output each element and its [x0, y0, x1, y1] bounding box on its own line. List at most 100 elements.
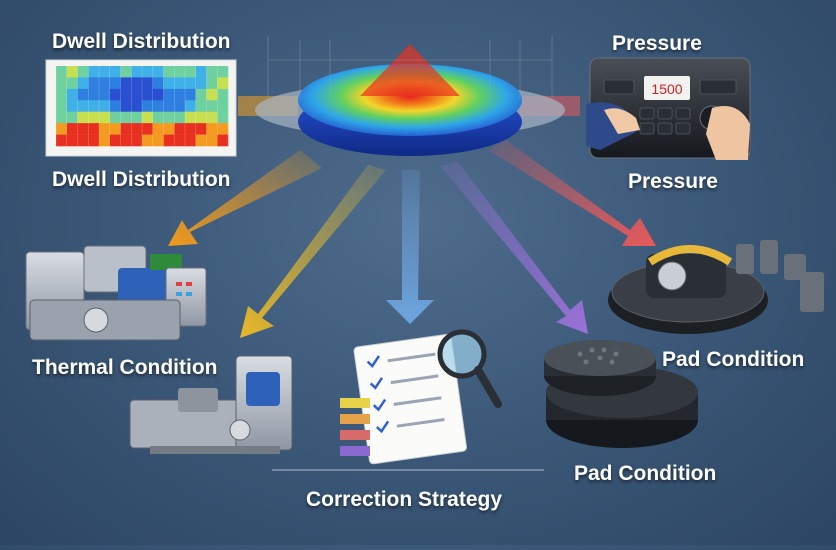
heatmap-cell	[131, 66, 143, 78]
heatmap-cell	[185, 100, 197, 112]
heatmap-cell	[152, 66, 164, 78]
label-pressure-bottom: Pressure	[628, 170, 718, 193]
heatmap-cell	[109, 100, 121, 112]
label-pad-condition-bottom: Pad Condition	[574, 462, 717, 485]
heatmap-cell	[77, 134, 89, 147]
heatmap-cell	[163, 88, 175, 101]
wafer-heatmap-disc	[255, 36, 565, 156]
heatmap-cell	[217, 77, 229, 90]
heatmap-cell	[174, 100, 186, 112]
heatmap-cell	[185, 66, 197, 78]
heatmap-cell	[185, 111, 197, 124]
magnifier-icon	[437, 329, 502, 408]
heatmap-cell	[217, 100, 229, 112]
heatmap-cell	[206, 100, 218, 112]
heatmap-cell	[142, 111, 154, 124]
heatmap-cell	[109, 66, 121, 78]
heatmap-cell	[152, 111, 164, 124]
heatmap-cell	[77, 123, 89, 135]
heatmap-cell	[206, 66, 218, 78]
heatmap-cell	[195, 88, 207, 101]
heatmap-cell	[88, 134, 100, 147]
heatmap-cell	[174, 123, 186, 135]
heatmap-cell	[77, 88, 89, 101]
heatmap-cell	[174, 111, 186, 124]
heatmap-cell	[120, 123, 132, 135]
heatmap-cell	[174, 66, 186, 78]
heatmap-cell	[109, 88, 121, 101]
heatmap-cell	[131, 111, 143, 124]
heatmap-cell	[163, 123, 175, 135]
heatmap-cell	[99, 88, 111, 101]
heatmap-cell	[99, 66, 111, 78]
heatmap-cell	[66, 77, 78, 90]
heatmap-cell	[99, 100, 111, 112]
heatmap-cell	[174, 134, 186, 147]
heatmap-cell	[66, 88, 78, 101]
heatmap-cell	[77, 100, 89, 112]
heatmap-cell	[142, 66, 154, 78]
heatmap-cell	[120, 111, 132, 124]
heatmap-cell	[120, 88, 132, 101]
pad-disk	[544, 340, 698, 448]
heatmap-cell	[185, 134, 197, 147]
pressure-readout: 1500	[651, 81, 682, 97]
heatmap-cell	[88, 88, 100, 101]
heatmap-cell	[56, 123, 68, 135]
heatmap-cell	[99, 111, 111, 124]
heatmap-cell	[99, 134, 111, 147]
heatmap-cell	[120, 66, 132, 78]
heatmap-cell	[66, 111, 78, 124]
heatmap-cell	[217, 111, 229, 124]
heatmap-cell	[142, 123, 154, 135]
label-pad-condition-right: Pad Condition	[662, 348, 805, 371]
heatmap-cell	[77, 77, 89, 90]
heatmap-cell	[77, 66, 89, 78]
heatmap-cell	[195, 77, 207, 90]
heatmap-cell	[99, 123, 111, 135]
heatmap-cell	[56, 111, 68, 124]
heatmap-cell	[163, 100, 175, 112]
label-thermal-condition: Thermal Condition	[32, 356, 218, 379]
heatmap-cell	[142, 77, 154, 90]
heatmap-cell	[120, 100, 132, 112]
heatmap-cell	[174, 88, 186, 101]
heatmap-cell	[163, 77, 175, 90]
arrow-to-thermal	[168, 150, 322, 246]
heatmap-cell	[195, 134, 207, 147]
heatmap-cell	[195, 111, 207, 124]
heatmap-cell	[195, 100, 207, 112]
heatmap-cell	[88, 123, 100, 135]
heatmap-cell	[163, 66, 175, 78]
heatmap-cell	[99, 77, 111, 90]
heatmap-cell	[206, 123, 218, 135]
arrow-to-pad	[440, 162, 588, 334]
heatmap-cell	[142, 134, 154, 147]
heatmap-cell	[88, 111, 100, 124]
label-dwell-distribution-bottom: Dwell Distribution	[52, 168, 231, 191]
label-dwell-distribution-top: Dwell Distribution	[52, 30, 231, 53]
dwell-heatmap-card	[45, 59, 237, 157]
heatmap-cell	[56, 66, 68, 78]
heatmap-cell	[142, 88, 154, 101]
heatmap-cell	[131, 88, 143, 101]
heatmap-cell	[56, 77, 68, 90]
heatmap-cell	[66, 123, 78, 135]
heatmap-cell	[109, 111, 121, 124]
heatmap-cell	[66, 134, 78, 147]
heatmap-cell	[163, 111, 175, 124]
heatmap-cell	[56, 134, 68, 147]
heatmap-cell	[206, 111, 218, 124]
heatmap-cell	[195, 66, 207, 78]
pad-conditioner	[608, 240, 824, 334]
heatmap-cell	[185, 88, 197, 101]
pressure-control-panel: 1500	[586, 57, 751, 160]
heatmap-cell	[56, 88, 68, 101]
heatmap-cell	[131, 77, 143, 90]
arrow-to-correction	[386, 170, 434, 324]
heatmap-cell	[131, 123, 143, 135]
heatmap-cell	[88, 100, 100, 112]
heatmap-cell	[109, 77, 121, 90]
